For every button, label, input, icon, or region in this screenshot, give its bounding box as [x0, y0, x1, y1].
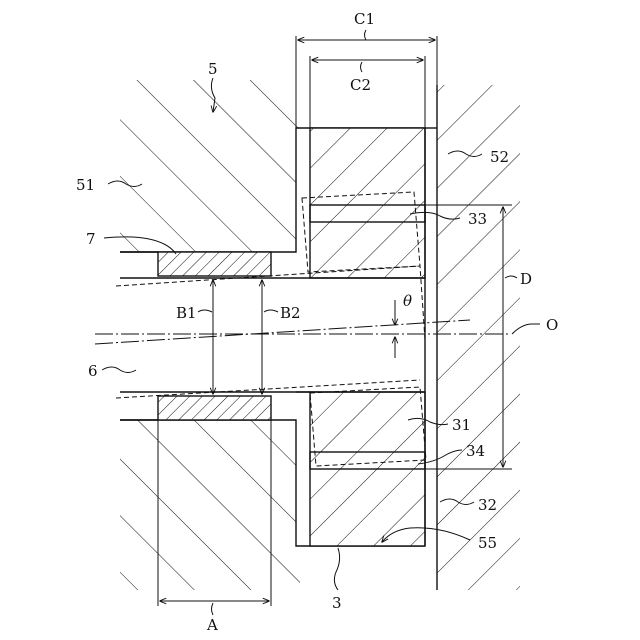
label-6: 6 [88, 362, 98, 380]
label-theta: θ [403, 292, 412, 310]
leader-3: 3 [332, 548, 342, 612]
label-o: O [546, 316, 558, 334]
housing-lower [100, 410, 320, 600]
label-55: 55 [478, 534, 497, 552]
label-3: 3 [332, 594, 342, 612]
label-34: 34 [466, 442, 485, 460]
label-c2: C2 [350, 76, 371, 94]
label-31: 31 [452, 416, 471, 434]
label-51: 51 [76, 176, 95, 194]
dimension-b2: B2 [262, 280, 301, 394]
label-7: 7 [86, 230, 96, 248]
bearing-lower-block [310, 392, 425, 546]
label-5: 5 [208, 60, 218, 78]
seal-member-lower [158, 396, 271, 420]
label-c1: C1 [354, 10, 375, 28]
label-33: 33 [468, 210, 487, 228]
label-d: D [520, 270, 532, 288]
housing-51-upper [100, 60, 320, 260]
dimension-c1: C1 [296, 10, 437, 128]
label-b2: B2 [280, 304, 301, 322]
label-b1: B1 [176, 304, 197, 322]
label-52: 52 [490, 148, 509, 166]
dimension-c2: C2 [310, 56, 425, 128]
seal-member-7-upper [158, 252, 271, 276]
leader-6: 6 [88, 362, 136, 380]
label-a: A [206, 616, 218, 634]
bearing-upper-block [310, 128, 425, 278]
label-32: 32 [478, 496, 497, 514]
housing-52-right [430, 80, 530, 600]
